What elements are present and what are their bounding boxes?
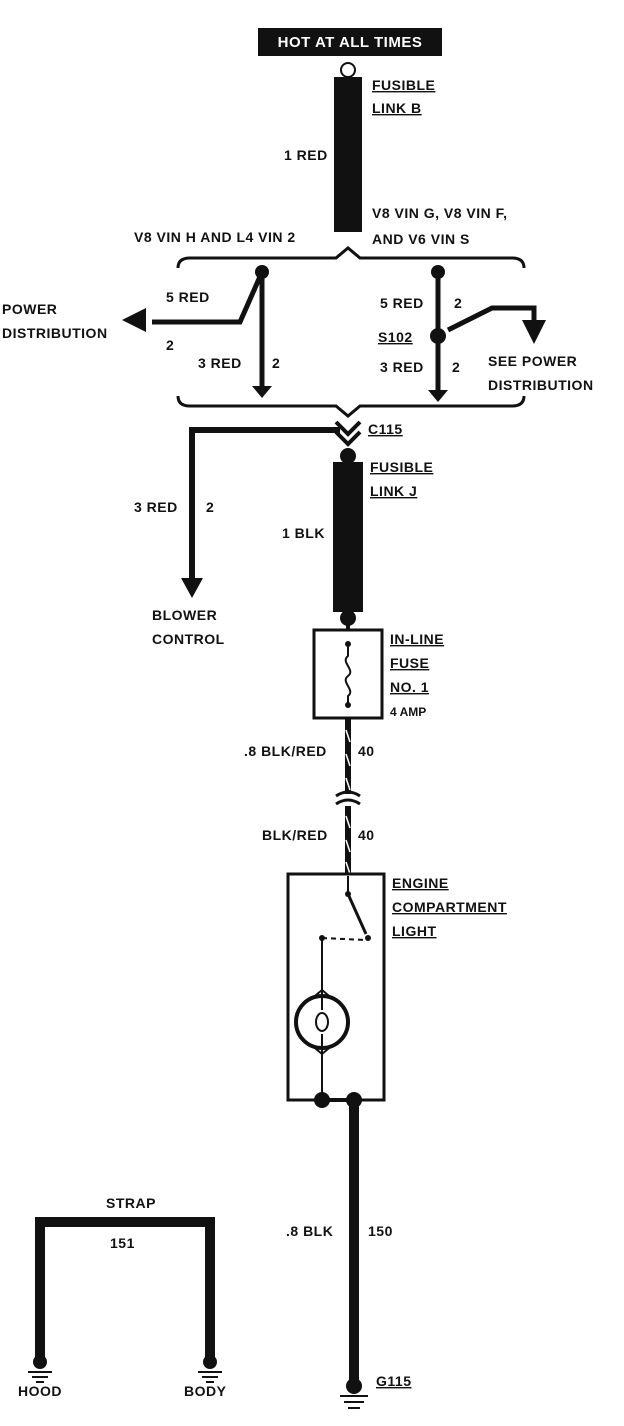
blower-circuit-label: 2 <box>206 499 214 515</box>
fusible-link-b-label-line2: LINK B <box>372 100 422 116</box>
ground-wire-label: .8 BLK <box>286 1223 333 1239</box>
blower-control-label-line1: BLOWER <box>152 607 217 623</box>
hot-at-all-times-label: HOT AT ALL TIMES <box>278 34 423 51</box>
fusible-link-j-label-line2: LINK J <box>370 483 417 499</box>
light-input-circuit-label: 40 <box>358 827 375 843</box>
top-brace <box>176 246 526 269</box>
fusible-link-j-wire-label: 1 BLK <box>282 525 325 541</box>
left-branch-circuit-down-label: 2 <box>272 355 280 371</box>
hood-ground-icon <box>28 1371 52 1383</box>
right-branch-wire-down-label: 3 RED <box>380 359 424 375</box>
blower-control-label-line2: CONTROL <box>152 631 225 647</box>
fuse-output-wire-label: .8 BLK/RED <box>244 743 327 759</box>
left-branch-wire-top-label: 5 RED <box>166 289 210 305</box>
s102-splice-label: S102 <box>378 329 413 345</box>
hood-ground-terminal <box>33 1355 47 1369</box>
wire-fuse-to-connector-stripe <box>345 729 351 791</box>
power-distribution-label-line2: DISTRIBUTION <box>2 325 108 341</box>
fuse-label-line1: IN-LINE <box>390 631 444 647</box>
fuse-output-circuit-label: 40 <box>358 743 375 759</box>
variant-label-right-line2: AND V6 VIN S <box>372 231 470 247</box>
right-branch-wire-top-label: 5 RED <box>380 295 424 311</box>
fusible-link-j <box>333 462 363 612</box>
body-ground-terminal <box>203 1355 217 1369</box>
body-ground-label: BODY <box>184 1383 227 1399</box>
fusible-link-b-label-line1: FUSIBLE <box>372 77 435 93</box>
bulb-filament <box>309 986 335 1058</box>
fusible-link-b-top-terminal <box>340 62 356 78</box>
fuse-label-line3: NO. 1 <box>390 679 429 695</box>
inline-connector <box>335 790 361 806</box>
right-branch-circuit-down-label: 2 <box>452 359 460 375</box>
c115-connector <box>334 420 362 447</box>
left-branch-circuit-top-label: 2 <box>166 337 174 353</box>
light-mercury-switch-blade <box>346 893 368 935</box>
fusible-link-b <box>334 77 362 232</box>
left-branch-wire-down-label: 3 RED <box>198 355 242 371</box>
power-distribution-label-line1: POWER <box>2 301 57 317</box>
blower-wire-label: 3 RED <box>134 499 178 515</box>
blower-control-arrow <box>181 578 203 598</box>
fusible-link-b-wire-label: 1 RED <box>284 147 328 163</box>
light-input-wire-label: BLK/RED <box>262 827 328 843</box>
light-switch-right-contact <box>365 935 371 941</box>
g115-ground-label: G115 <box>376 1373 411 1389</box>
engine-compartment-light-box <box>286 872 386 1102</box>
fuse-bottom-terminal <box>345 702 351 708</box>
bulb-filament-loop <box>315 1012 329 1032</box>
light-switch-dashed-link <box>321 937 367 941</box>
ground-strap <box>35 1217 215 1360</box>
power-distribution-arrow <box>122 308 146 332</box>
right-branch-wire-to-see-power <box>446 305 537 333</box>
fuse-label-line2: FUSE <box>390 655 429 671</box>
c115-connector-label: C115 <box>368 421 403 437</box>
ground-circuit-label: 150 <box>368 1223 393 1239</box>
right-branch-circuit-top-label: 2 <box>454 295 462 311</box>
g115-ground-icon <box>340 1395 368 1409</box>
wire-connector-to-light-stripe <box>345 815 351 875</box>
light-label-line1: ENGINE <box>392 875 449 891</box>
see-power-distribution-arrow <box>522 320 546 344</box>
strap-title-label: STRAP <box>106 1195 156 1211</box>
g115-terminal <box>346 1378 362 1394</box>
fuse-top-terminal <box>345 641 351 647</box>
fusible-link-j-top-terminal <box>340 448 356 464</box>
strap-circuit-label: 151 <box>110 1235 135 1251</box>
hood-ground-label: HOOD <box>18 1383 62 1399</box>
hot-at-all-times-banner <box>258 28 442 56</box>
see-power-distribution-label-line2: DISTRIBUTION <box>488 377 594 393</box>
left-branch-wire-to-power <box>152 270 265 325</box>
body-ground-icon <box>198 1371 222 1383</box>
left-branch-arrow-down <box>252 386 272 398</box>
bottom-brace <box>176 395 526 418</box>
variant-label-left: V8 VIN H AND L4 VIN 2 <box>134 229 296 245</box>
right-branch-arrow-down <box>428 390 448 402</box>
light-label-line3: LIGHT <box>392 923 437 939</box>
fuse-element <box>344 647 352 704</box>
light-label-line2: COMPARTMENT <box>392 899 507 915</box>
fuse-rating-label: 4 AMP <box>390 705 426 719</box>
variant-label-right-line1: V8 VIN G, V8 VIN F, <box>372 205 508 221</box>
see-power-distribution-label-line1: SEE POWER <box>488 353 577 369</box>
fusible-link-j-label-line1: FUSIBLE <box>370 459 433 475</box>
blower-control-wire <box>189 427 340 580</box>
